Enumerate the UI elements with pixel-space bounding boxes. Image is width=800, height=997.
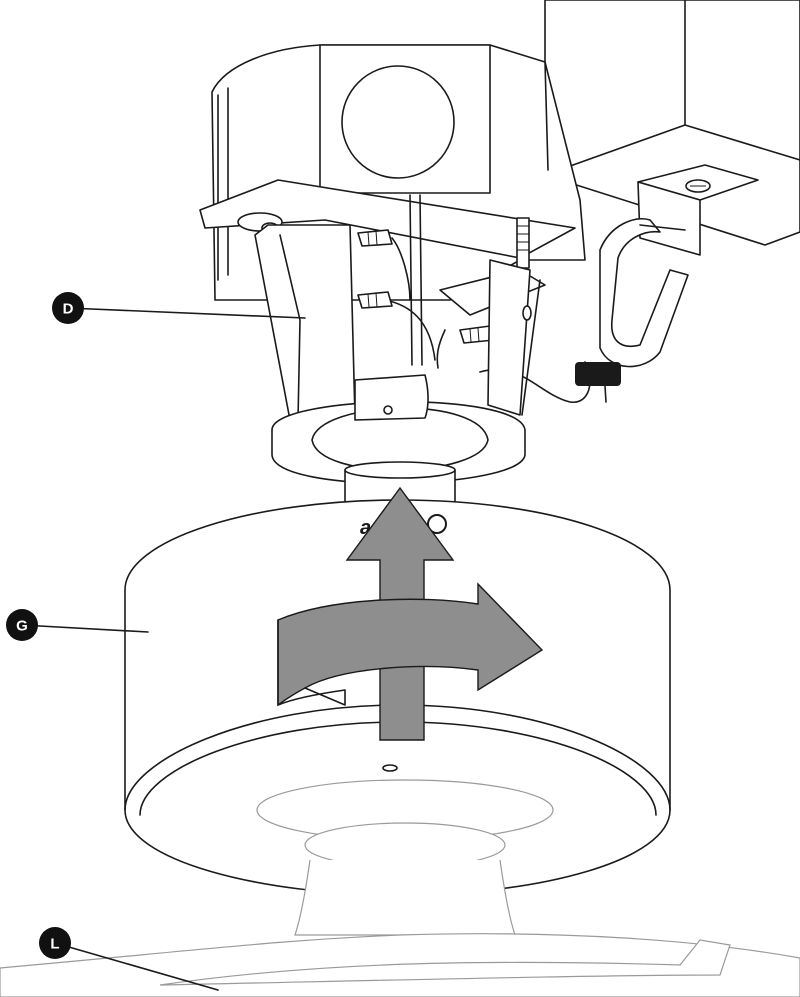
callout-label: G [16, 618, 28, 635]
callout-badge-l: L [39, 927, 71, 959]
callout-badge-g: G [6, 609, 38, 641]
wire-nut-icon [358, 230, 392, 246]
fan-blade [0, 934, 800, 997]
safety-clip [575, 362, 621, 402]
callout-badge-d: D [52, 292, 84, 324]
callout-label: L [50, 936, 59, 953]
callout-label: D [63, 301, 74, 318]
wire-nut-icon [358, 292, 392, 308]
